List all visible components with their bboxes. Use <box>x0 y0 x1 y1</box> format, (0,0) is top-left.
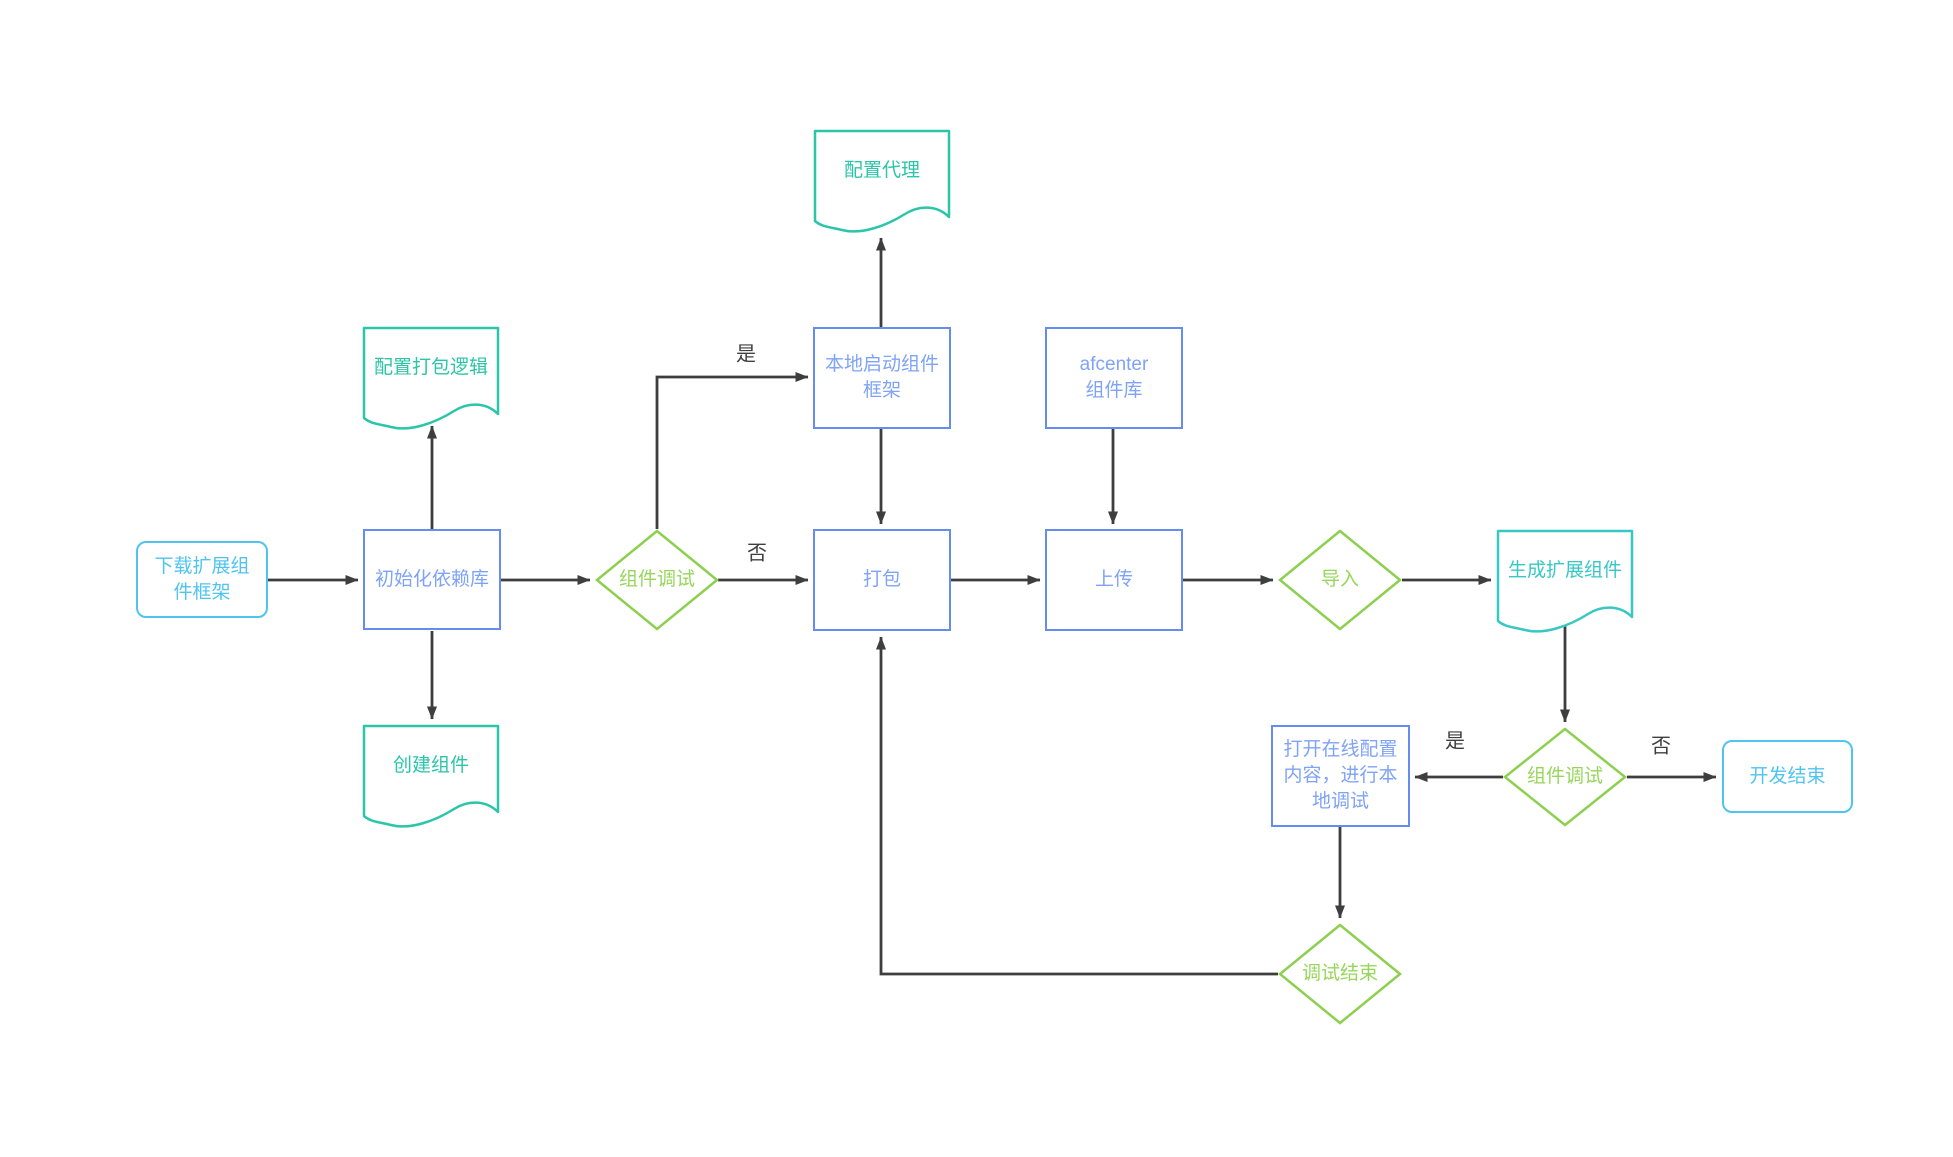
document-shape <box>362 326 500 430</box>
node-doc-pack-logic: 配置打包逻辑 <box>362 326 500 433</box>
node-label: 配置代理 <box>843 159 920 181</box>
node-decision-component-debug-2: 组件调试 <box>1502 727 1628 827</box>
node-decision-import: 导入 <box>1278 529 1402 631</box>
node-label: 生成扩展组件 <box>1507 559 1622 581</box>
node-doc-generate-component: 生成扩展组件 <box>1496 529 1634 636</box>
node-label: 创建组件 <box>392 754 469 776</box>
diamond-shape <box>1278 529 1402 631</box>
node-decision-component-debug-1: 组件调试 <box>595 529 719 631</box>
edge-label-no-1: 否 <box>744 536 770 566</box>
edge-debug-end-loop-to-pack <box>876 636 1278 976</box>
document-shape <box>1496 529 1634 633</box>
node-online-config-debug: 打开在线配置 内容，进行本 地调试 <box>1271 725 1410 827</box>
node-upload: 上传 <box>1045 529 1183 631</box>
node-label: 导入 <box>1320 569 1359 590</box>
node-doc-config-proxy: 配置代理 <box>813 129 951 236</box>
node-pack: 打包 <box>813 529 951 631</box>
node-init-dependency: 初始化依赖库 <box>363 529 501 630</box>
node-label: 调试结束 <box>1301 963 1378 984</box>
node-dev-end: 开发结束 <box>1722 740 1853 813</box>
node-decision-debug-end: 调试结束 <box>1278 923 1402 1025</box>
diamond-shape <box>1278 923 1402 1025</box>
diamond-shape <box>595 529 719 631</box>
node-doc-create-component: 创建组件 <box>362 724 500 831</box>
document-shape <box>362 724 500 828</box>
node-local-start-framework: 本地启动组件 框架 <box>813 327 951 429</box>
node-download-framework: 下载扩展组 件框架 <box>136 541 268 618</box>
edge-label-no-2: 否 <box>1648 729 1674 759</box>
edge-yes-to-local-start <box>655 372 809 529</box>
edge-label-yes-2: 是 <box>1442 724 1468 754</box>
node-afcenter-library: afcenter 组件库 <box>1045 327 1183 429</box>
node-label: 组件调试 <box>1526 766 1603 787</box>
edge-label-yes-1: 是 <box>733 337 759 367</box>
document-shape <box>813 129 951 233</box>
diamond-shape <box>1502 727 1628 827</box>
node-label: 配置打包逻辑 <box>373 356 488 378</box>
node-label: 组件调试 <box>618 569 695 590</box>
